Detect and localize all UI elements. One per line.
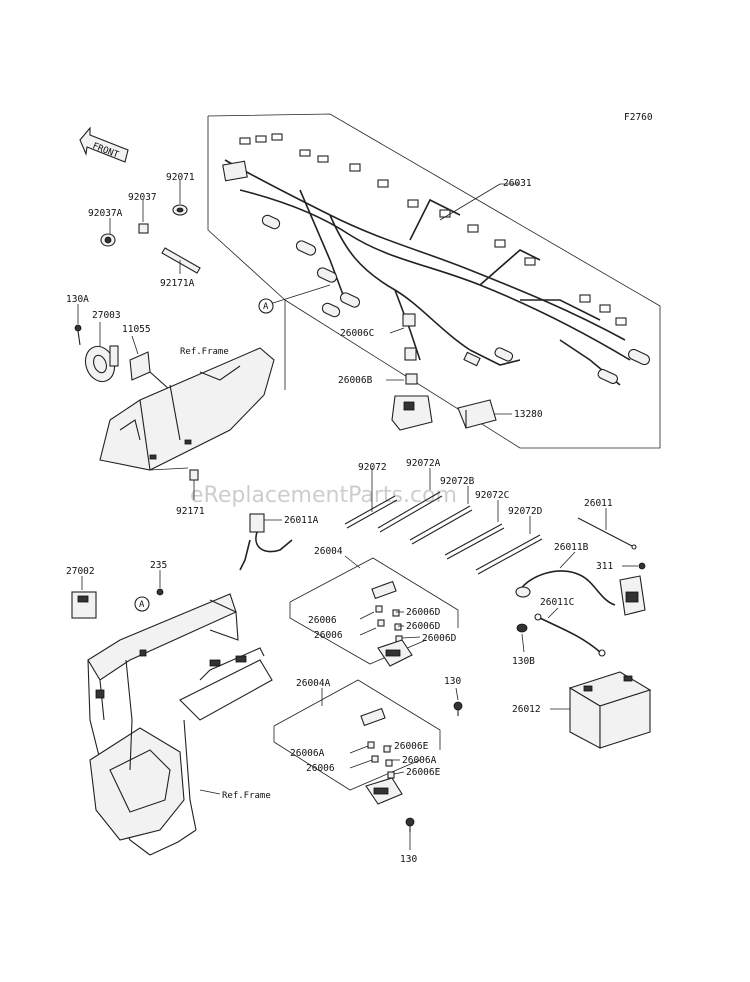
bolt-92037a (100, 233, 116, 247)
label-26006a-b: 26006A (402, 755, 437, 766)
label-26006e-a: 26006E (394, 741, 429, 752)
harness-connectors (239, 133, 627, 326)
label-26031: 26031 (503, 178, 532, 189)
svg-text:A: A (139, 600, 145, 610)
label-26011c: 26011C (540, 597, 574, 608)
cable-26011b (515, 570, 646, 616)
label-92071: 92071 (166, 172, 195, 183)
bolt-130a (74, 324, 82, 346)
bracket-92171a (161, 247, 201, 274)
label-92072a: 92072A (406, 458, 441, 469)
label-26004: 26004 (314, 546, 343, 557)
bolt-235 (156, 588, 164, 596)
label-26006c: 26006C (340, 328, 374, 339)
label-26006d-a: 26006D (406, 607, 441, 618)
ref-frame-label-top: Ref.Frame (180, 347, 229, 357)
label-235: 235 (150, 560, 167, 571)
label-92171a: 92171A (160, 278, 195, 289)
relay-26006c (402, 313, 417, 361)
label-27003: 27003 (92, 310, 121, 321)
clip-92037 (138, 223, 149, 234)
label-92037: 92037 (128, 192, 157, 203)
label-130a: 130A (66, 294, 89, 305)
svg-text:A: A (263, 302, 269, 312)
cable-26011c (534, 613, 606, 657)
label-26006b: 26006B (338, 375, 373, 386)
clamp-92071 (172, 204, 188, 216)
ref-frame-label-bottom: Ref.Frame (222, 791, 271, 801)
label-26006-b: 26006 (314, 630, 343, 641)
label-130b: 130B (512, 656, 535, 667)
label-13280: 13280 (514, 409, 543, 420)
regulator-27002 (71, 591, 97, 619)
label-26006-c: 26006 (306, 763, 335, 774)
label-92037a: 92037A (88, 208, 123, 219)
horn-27003 (84, 345, 119, 383)
callout-a-bottom: A (134, 596, 150, 612)
label-130-upper: 130 (444, 676, 461, 687)
fuse-box-26004a (273, 679, 441, 805)
wiring-harness-26031 (222, 133, 650, 386)
label-92072c: 92072C (475, 490, 509, 501)
leader-lines (77, 180, 638, 850)
bracket-11055 (129, 351, 171, 391)
label-92072: 92072 (358, 462, 387, 473)
bolt-130b (516, 623, 528, 633)
lower-frame: Ref.Frame (87, 593, 273, 856)
relay-26006b (391, 373, 433, 431)
battery-26012 (568, 671, 652, 749)
label-26006e-b: 26006E (406, 767, 441, 778)
label-311: 311 (596, 561, 613, 572)
figure-code: F2760 (624, 112, 653, 123)
label-92072b: 92072B (440, 476, 475, 487)
upper-frame: Ref.Frame (99, 347, 275, 471)
harness-enclosure (207, 113, 661, 449)
watermark-text: eReplacementParts.com (190, 483, 457, 508)
label-92171: 92171 (176, 506, 205, 517)
part-labels: 26031 92071 92037 92037A 92171A 130A 270… (66, 172, 613, 865)
label-26012: 26012 (512, 704, 541, 715)
callout-a-top: A (258, 298, 274, 314)
label-27002: 27002 (66, 566, 95, 577)
label-26004a: 26004A (296, 678, 331, 689)
front-arrow-icon: FRONT (79, 126, 129, 163)
case-13280 (457, 399, 497, 429)
fuse-box-26004 (289, 557, 459, 667)
label-26006a-a: 26006A (290, 748, 325, 759)
bolt-130-upper (453, 701, 463, 716)
label-130-lower: 130 (400, 854, 417, 865)
bolt-311 (638, 562, 646, 570)
label-11055: 11055 (122, 324, 151, 335)
clip-92171 (189, 469, 199, 481)
cable-tie-92072a (377, 491, 443, 533)
cable-tie-92072c (444, 523, 505, 560)
label-92072d: 92072D (508, 506, 543, 517)
sub-harness-26011a (239, 513, 293, 571)
label-26006-a: 26006 (308, 615, 337, 626)
label-26011: 26011 (584, 498, 613, 509)
label-26011b: 26011B (554, 542, 589, 553)
label-26006d-c: 26006D (422, 633, 457, 644)
bolt-130-lower (405, 817, 415, 832)
label-26011a: 26011A (284, 515, 319, 526)
cable-tie-92072d (475, 534, 543, 575)
cable-tie-92072 (344, 495, 398, 529)
cable-tie-92072b (409, 505, 473, 545)
label-26006d-b: 26006D (406, 621, 441, 632)
cable-26011 (577, 517, 637, 550)
